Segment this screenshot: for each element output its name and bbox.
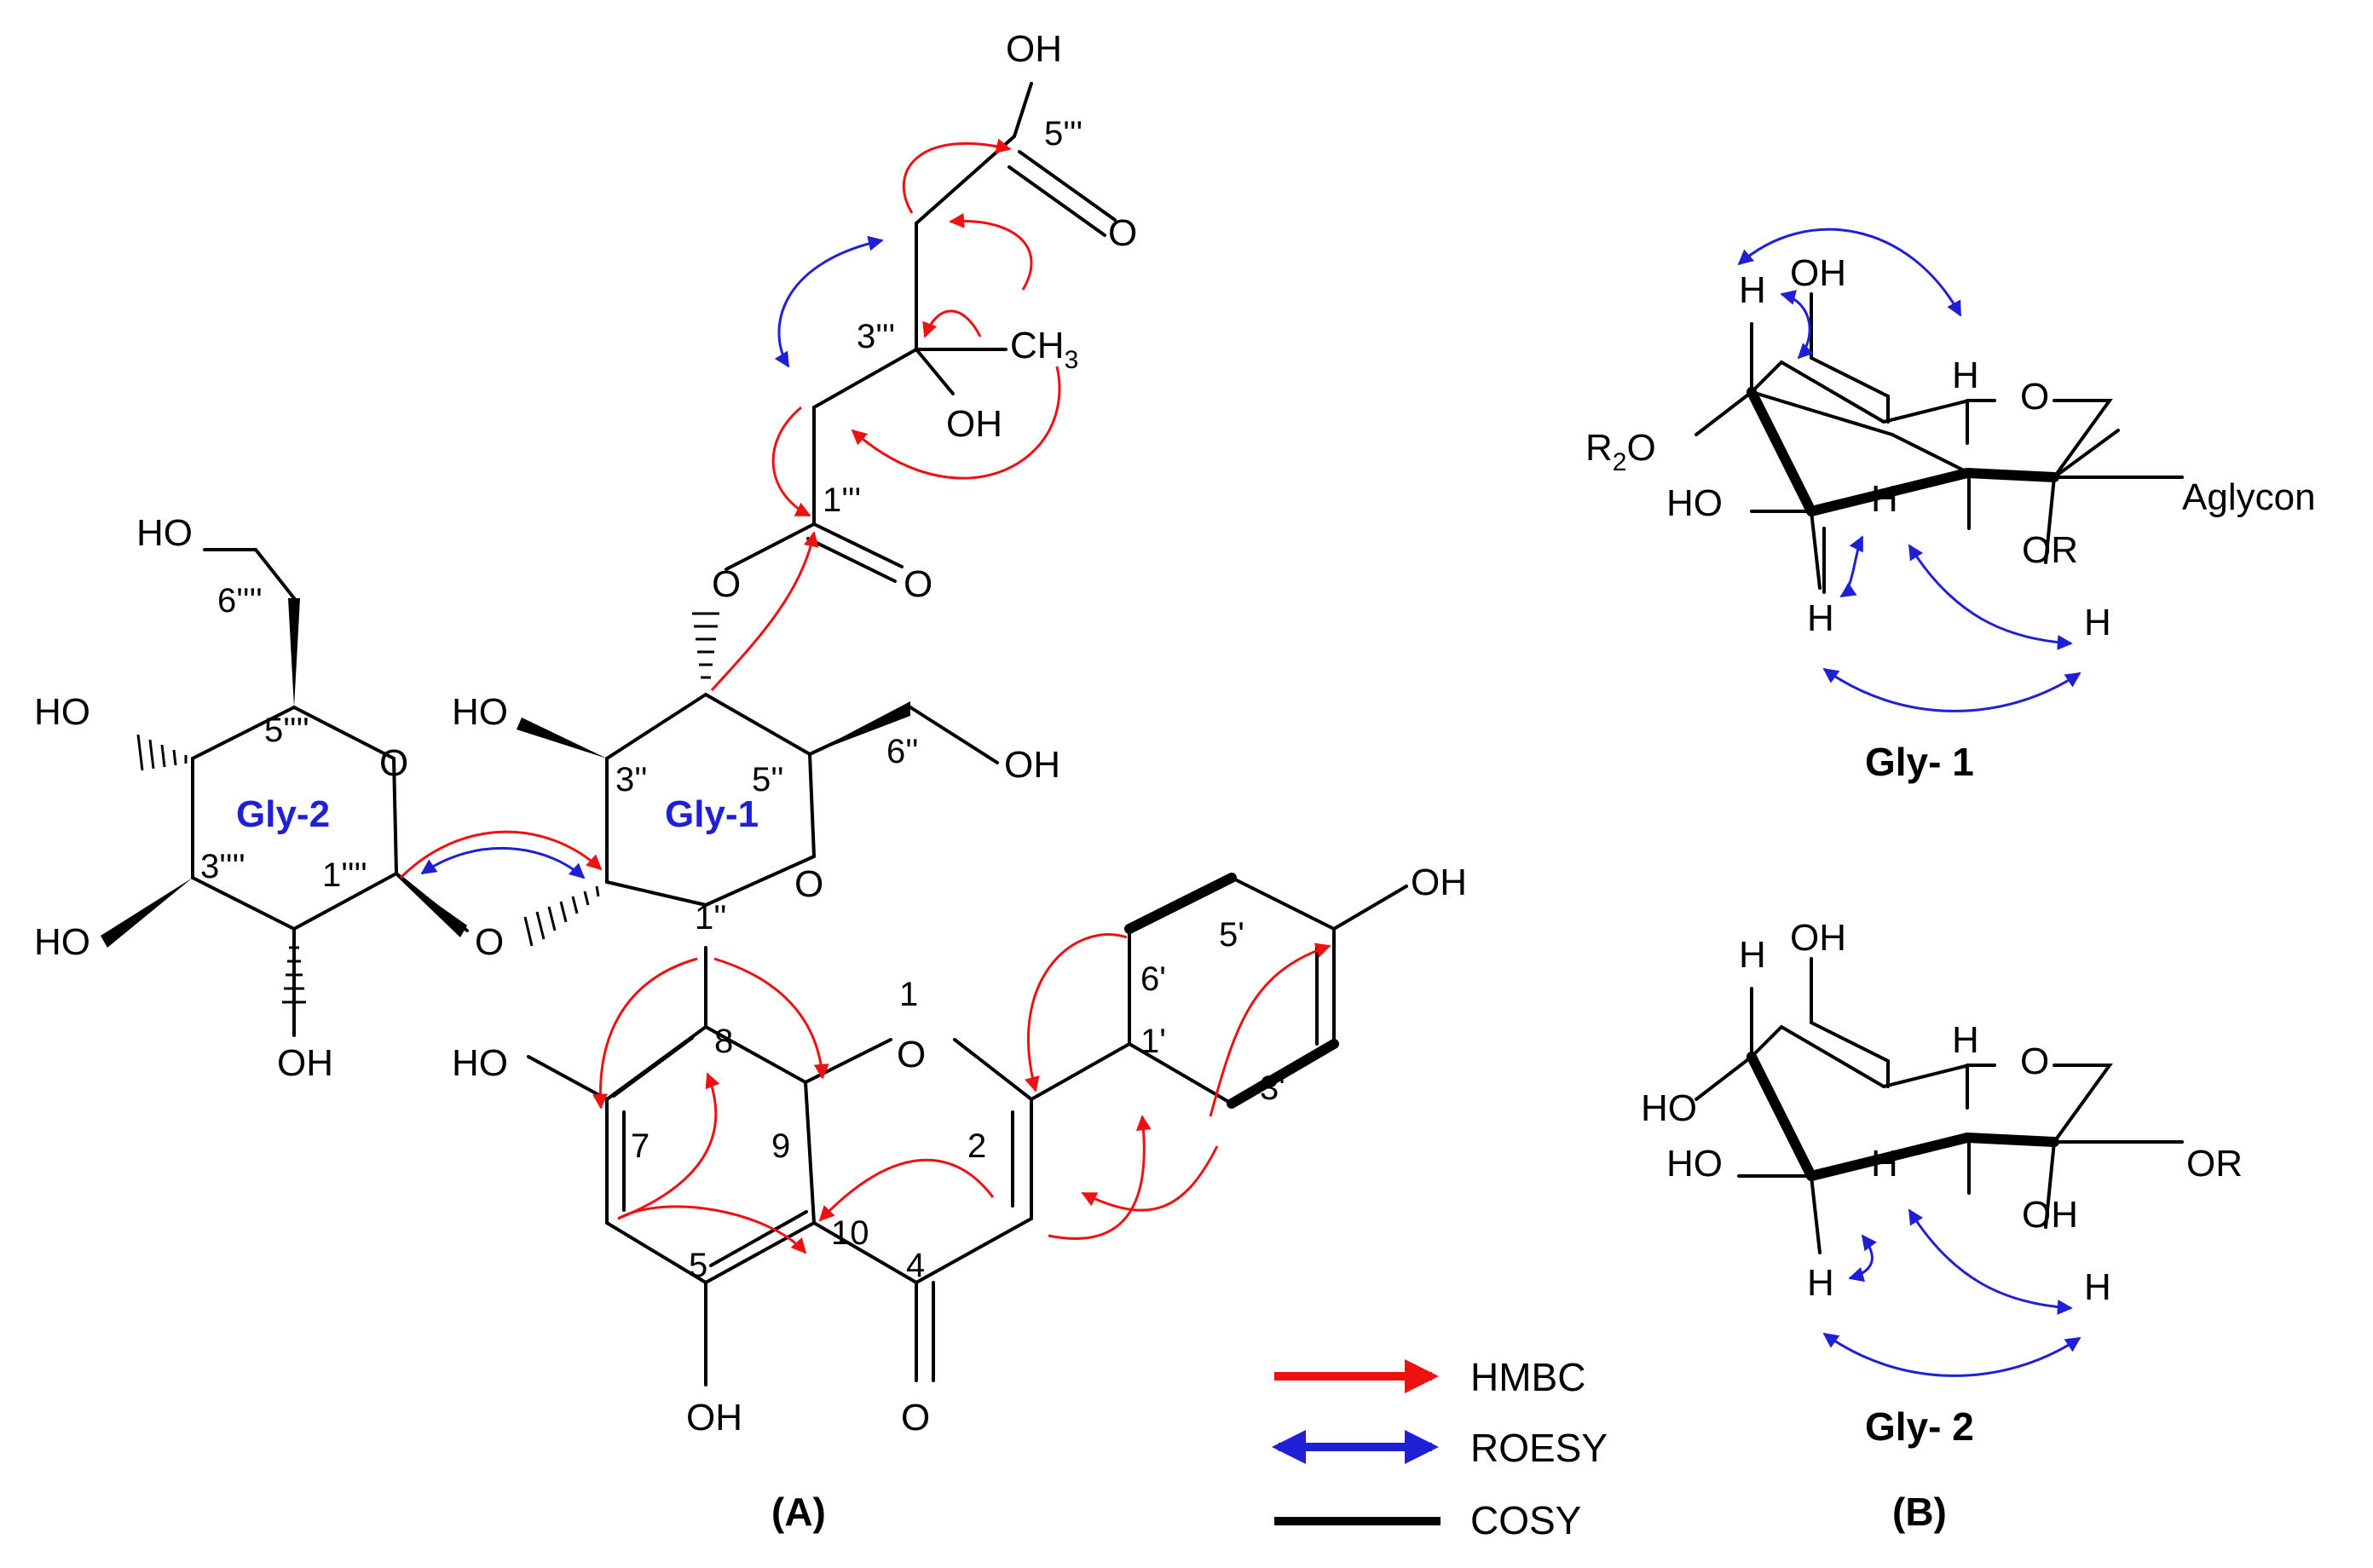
atom-oh-c3: OH bbox=[946, 403, 1002, 445]
atom-o1: O bbox=[897, 1034, 926, 1075]
panel-a-hmbc-arrows bbox=[399, 138, 1331, 1254]
gly2-h-right: H bbox=[2084, 1266, 2111, 1308]
num-n9: 9 bbox=[771, 1127, 790, 1165]
num-n1p: 1' bbox=[1140, 1023, 1166, 1060]
gly2-ho1: HO bbox=[1641, 1087, 1697, 1129]
ring-label-gly1: Gly-1 bbox=[665, 793, 759, 835]
atom-ho-c7: HO bbox=[452, 1042, 508, 1084]
atom-o-ring-gly2: O bbox=[379, 742, 408, 784]
num-n8: 8 bbox=[714, 1023, 733, 1060]
gly1-roesy bbox=[1737, 228, 2081, 712]
atom-oh-c2q: OH bbox=[277, 1042, 333, 1084]
atom-oh-c5: OH bbox=[686, 1397, 742, 1438]
atom-oh-top: OH bbox=[1006, 28, 1062, 70]
num-c6q: 6'''' bbox=[217, 582, 263, 620]
num-n2: 2 bbox=[967, 1127, 986, 1165]
num-n7: 7 bbox=[631, 1127, 650, 1165]
atom-oh-c6g1: OH bbox=[1004, 744, 1060, 786]
gly2-h-ax: H bbox=[1952, 1019, 1979, 1061]
gly1-chair bbox=[1695, 292, 2184, 594]
num-c5q: 5'''' bbox=[264, 712, 309, 749]
gly2-oh-top: OH bbox=[1790, 917, 1846, 959]
gly1-ho: HO bbox=[1666, 482, 1723, 524]
num-n5p: 5' bbox=[1219, 916, 1244, 954]
panel-a-atoms: OH O CH3 OH O O HO HO HO OH O O HO OH O … bbox=[34, 28, 1467, 1438]
gly1-h-low: H bbox=[1807, 597, 1834, 639]
gly2-roesy bbox=[1822, 1208, 2081, 1377]
atom-ho-c6q: HO bbox=[136, 512, 193, 554]
num-n10: 10 bbox=[831, 1214, 869, 1252]
num-c1t: 1''' bbox=[823, 481, 861, 519]
gly1-h-top: H bbox=[1739, 269, 1766, 311]
panel-b: H OH H O R2O HO H OR Aglycon H H Gly- 1 bbox=[1585, 228, 2316, 1534]
gly2-ho2: HO bbox=[1666, 1143, 1723, 1185]
gly2-chair bbox=[1695, 957, 2184, 1254]
atom-ho-c2g1: HO bbox=[452, 691, 508, 733]
num-n5: 5 bbox=[689, 1247, 707, 1284]
num-c1q: 1'''' bbox=[322, 856, 367, 894]
atom-oh-c4p: OH bbox=[1411, 862, 1467, 903]
panel-a-roesy-arrows bbox=[420, 235, 884, 879]
num-c5t: 5''' bbox=[1044, 115, 1083, 153]
panel-a-numbering: 5''' 3''' 1''' 6'''' 5'''' 3'''' 1'''' 3… bbox=[200, 115, 1285, 1284]
gly1-title: Gly- 1 bbox=[1865, 740, 1974, 784]
num-c3t: 3''' bbox=[857, 318, 895, 355]
num-c1d: 1'' bbox=[695, 899, 727, 937]
legend-hmbc-label: HMBC bbox=[1470, 1355, 1585, 1399]
atom-o-acid: O bbox=[1108, 212, 1137, 254]
gly2-labels: H OH H O HO HO H OH OR H H bbox=[1641, 917, 2243, 1308]
gly2-h-top: H bbox=[1739, 934, 1766, 976]
panel-a-cosy-bonds bbox=[1124, 873, 1339, 1109]
gly1-aglycon: Aglycon bbox=[2182, 476, 2316, 518]
num-c3d: 3'' bbox=[615, 761, 648, 798]
num-n3p: 3' bbox=[1260, 1069, 1285, 1107]
gly2-or: OR bbox=[2186, 1143, 2243, 1185]
gly1-h-ax: H bbox=[1952, 355, 1979, 396]
gly1-r2o: R2O bbox=[1585, 427, 1656, 476]
atom-ho-c4q: HO bbox=[34, 691, 90, 733]
atom-ch3: CH3 bbox=[1010, 325, 1078, 374]
num-c3q: 3'''' bbox=[200, 848, 245, 885]
num-n6p: 6' bbox=[1140, 960, 1166, 998]
panel-a-caption: (A) bbox=[771, 1490, 826, 1534]
panel-a-stereo bbox=[101, 598, 910, 1004]
atom-ho-c2q: HO bbox=[34, 921, 90, 963]
legend-roesy-label: ROESY bbox=[1470, 1426, 1608, 1470]
num-c6d: 6'' bbox=[886, 733, 919, 770]
gly1-labels: H OH H O R2O HO H OR Aglycon H H bbox=[1585, 252, 2316, 643]
ring-label-gly2: Gly-2 bbox=[236, 793, 330, 835]
gly1-oh-top: OH bbox=[1790, 252, 1846, 294]
num-n1: 1 bbox=[899, 976, 918, 1013]
gly1-o-ring: O bbox=[2020, 376, 2049, 418]
gly1-h-right: H bbox=[2084, 602, 2111, 643]
panel-a-bonds bbox=[191, 82, 1408, 1386]
legend: HMBC ROESY COSY bbox=[1272, 1355, 1608, 1542]
atom-o-ring-gly1: O bbox=[794, 863, 823, 905]
atom-o-ester: O bbox=[904, 563, 932, 605]
num-c5d: 5'' bbox=[752, 761, 784, 798]
atom-o-ester-link: O bbox=[712, 563, 741, 605]
gly1-or: OR bbox=[2022, 529, 2078, 571]
gly2-title: Gly- 2 bbox=[1865, 1404, 1974, 1449]
panel-a: Gly-2 Gly-1 OH O CH3 OH O O HO HO HO OH … bbox=[34, 28, 1467, 1534]
atom-o-c4: O bbox=[901, 1397, 930, 1438]
gly1-h-mid: H bbox=[1871, 478, 1898, 520]
gly2-o-ring: O bbox=[2020, 1041, 2049, 1082]
gly2-h-low: H bbox=[1807, 1262, 1834, 1304]
num-n4: 4 bbox=[906, 1247, 925, 1284]
gly2-h-mid: H bbox=[1871, 1143, 1898, 1185]
panel-b-caption: (B) bbox=[1892, 1490, 1947, 1534]
atom-o-link: O bbox=[475, 921, 504, 963]
gly2-oh-mid: OH bbox=[2022, 1194, 2078, 1236]
legend-cosy-label: COSY bbox=[1470, 1498, 1581, 1542]
